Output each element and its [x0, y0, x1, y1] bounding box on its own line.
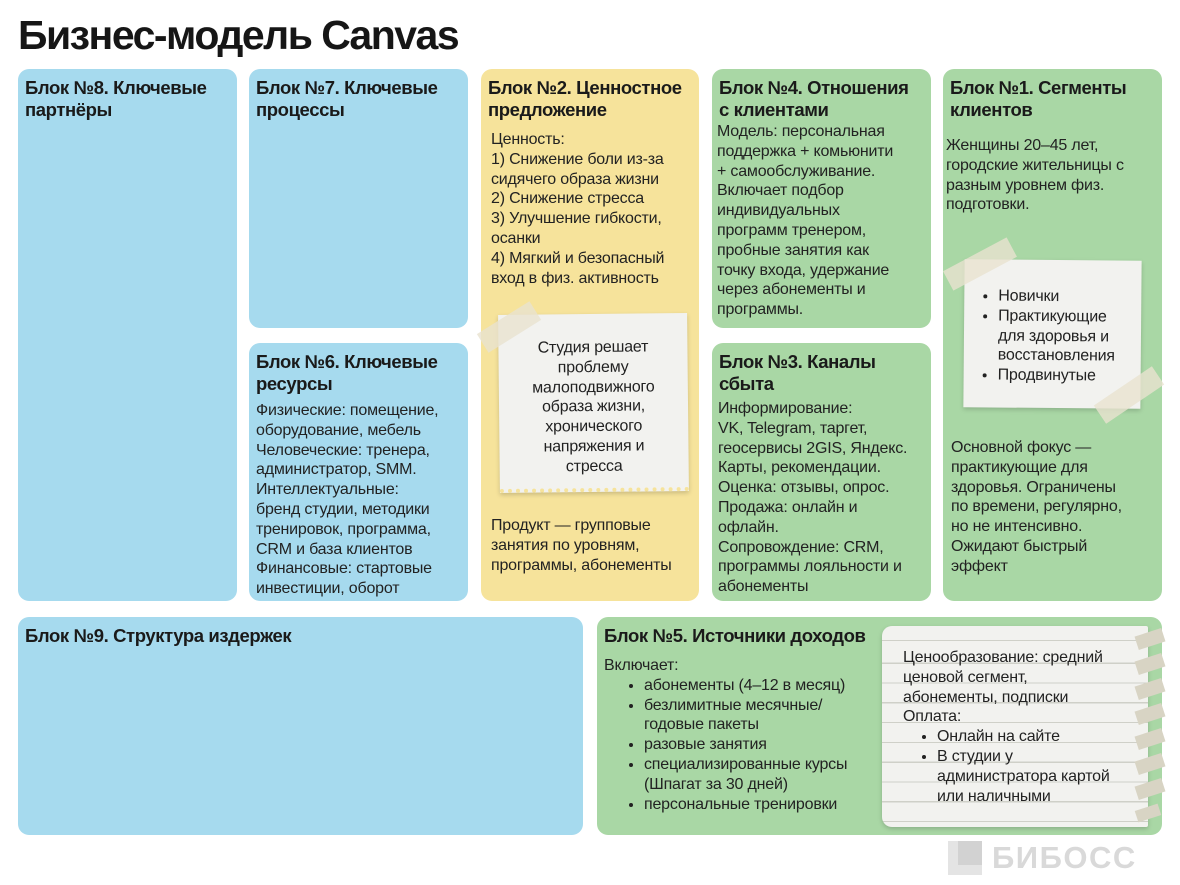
page-title: Бизнес-модель Canvas — [18, 12, 460, 58]
revenue-streams-list: абонементы (4–12 в месяц) безлимитные ме… — [604, 676, 1154, 815]
list-item: Практикующие для здоровья и восстановлен… — [998, 306, 1142, 367]
block-key-processes-title: Блок №7. Ключевые процессы — [256, 77, 438, 120]
block-channels-title: Блок №3. Каналы сбыта — [719, 351, 876, 394]
list-item: Онлайн на сайте — [937, 727, 1148, 747]
block-value-proposition-text: Ценность: 1) Снижение боли из-за сидячег… — [491, 131, 665, 287]
block-key-resources-title: Блок №6. Ключевые ресурсы — [256, 351, 438, 394]
logo-mark-icon — [948, 841, 982, 875]
block-cost-structure-title: Блок №9. Структура издержек — [25, 625, 292, 646]
block-key-resources-text: Физические: помещение, оборудование, меб… — [256, 402, 439, 598]
customer-segments-list: Новички Практикующие для здоровья и восс… — [964, 286, 1142, 387]
block-revenue-streams-title: Блок №5. Источники доходов — [604, 625, 866, 646]
block-channels-text: Информирование: VK, Telegram, таргет, ге… — [718, 400, 908, 596]
block-customer-segments-text: Женщины 20–45 лет, городские жительницы … — [946, 137, 1124, 214]
list-item: Новички — [998, 287, 1141, 308]
list-item: абонементы (4–12 в месяц) — [644, 676, 1154, 696]
list-item: безлимитные месячные/ годовые пакеты — [644, 696, 1154, 736]
list-item: В студии у администратора картой или нал… — [937, 747, 1148, 806]
block-value-proposition-product: Продукт — групповые занятия по уровням, … — [491, 517, 672, 574]
list-item: Продвинутые — [998, 366, 1141, 387]
revenue-note-text: Ценообразование: средний ценовой сегмент… — [903, 649, 1103, 726]
block-key-processes: Блок №7. Ключевые процессы — [249, 69, 468, 328]
list-item: персональные тренировки — [644, 795, 1154, 815]
value-proposition-note: Студия решает проблему малоподвижного об… — [498, 313, 689, 493]
list-item: специализированные курсы (Шпагат за 30 д… — [644, 755, 1154, 795]
list-item: разовые занятия — [644, 735, 1154, 755]
block-revenue-streams-intro: Включает: — [604, 657, 679, 674]
block-customer-segments-focus: Основной фокус — практикующие для здоров… — [951, 439, 1122, 575]
block-key-partners: Блок №8. Ключевые партнёры — [18, 69, 237, 601]
block-customer-segments-title: Блок №1. Сегменты клиентов — [950, 77, 1127, 120]
block-customer-relationships: Блок №4. Отношения с клиентами Модель: п… — [712, 69, 931, 328]
block-channels: Блок №3. Каналы сбыта Информирование: VK… — [712, 343, 931, 601]
block-cost-structure: Блок №9. Структура издержек — [18, 617, 583, 835]
value-proposition-note-text: Студия решает проблему малоподвижного об… — [532, 338, 655, 476]
block-key-partners-title: Блок №8. Ключевые партнёры — [25, 77, 207, 120]
revenue-note: Ценообразование: средний ценовой сегмент… — [882, 626, 1148, 827]
revenue-note-list: Онлайн на сайте В студии у администратор… — [882, 727, 1148, 806]
block-value-proposition-title: Блок №2. Ценностное предложение — [488, 77, 682, 120]
bibos-logo: БИБОСС — [948, 840, 1137, 876]
logo-text: БИБОСС — [992, 840, 1137, 875]
block-customer-relationships-title: Блок №4. Отношения с клиентами — [719, 77, 909, 120]
customer-segments-note: Новички Практикующие для здоровья и восс… — [963, 259, 1142, 409]
block-customer-relationships-text: Модель: персональная поддержка + комьюни… — [717, 123, 894, 319]
block-key-resources: Блок №6. Ключевые ресурсы Физические: по… — [249, 343, 468, 601]
